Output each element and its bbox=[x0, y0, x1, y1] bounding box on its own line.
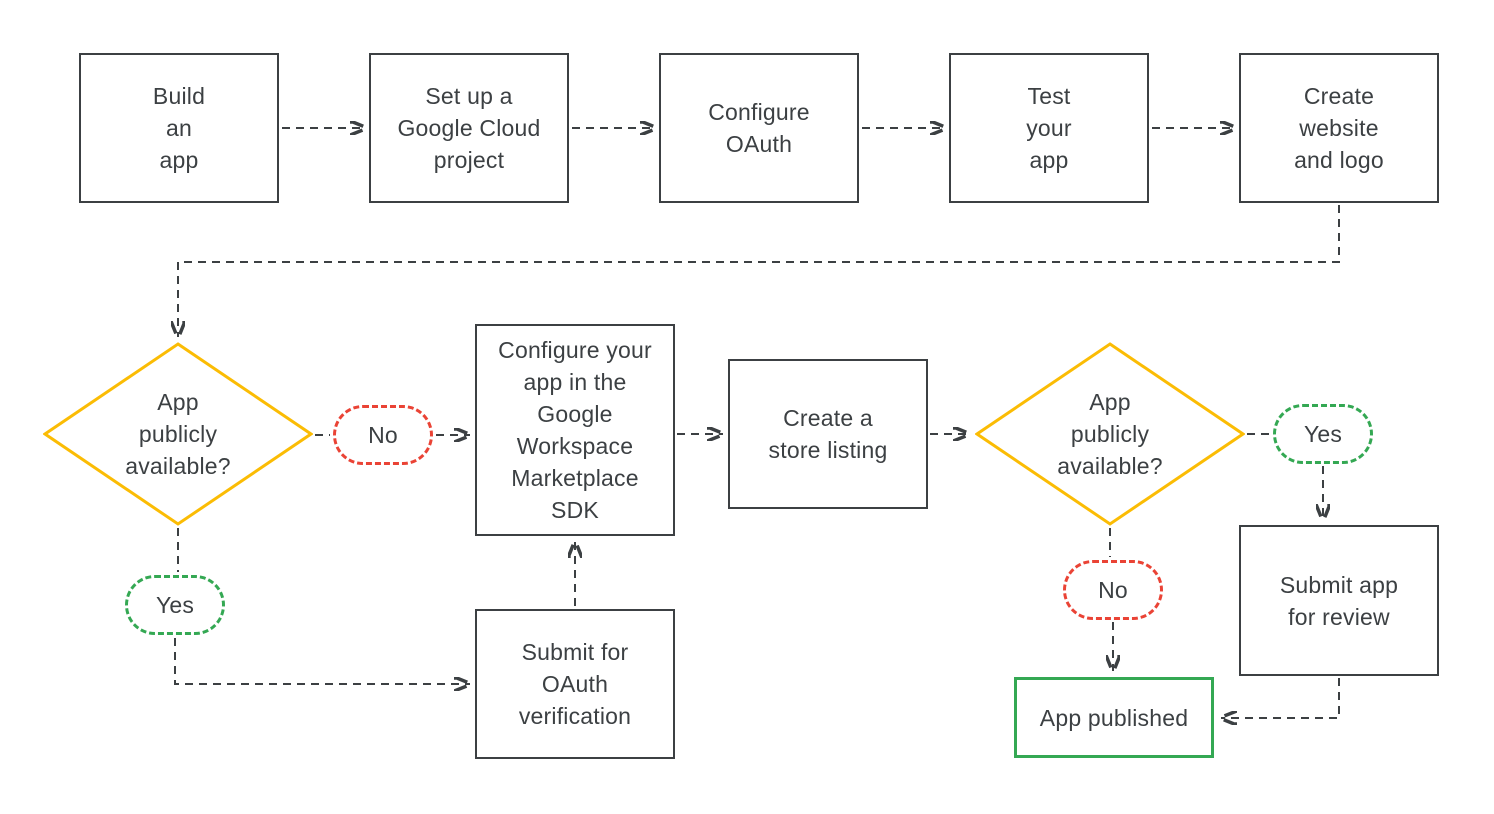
process-configure-app-in-marketplace-sdk: Configure your app in the Google Workspa… bbox=[475, 324, 675, 536]
process-test-your-app: Test your app bbox=[949, 53, 1149, 203]
arrow-website-to-decision1 bbox=[178, 205, 1340, 337]
label-yes-2: Yes bbox=[1273, 404, 1373, 464]
decision-label: App publicly available? bbox=[1057, 389, 1163, 479]
label-yes-1: Yes bbox=[125, 575, 225, 635]
diamond-shape-1 bbox=[43, 342, 313, 526]
decision-app-publicly-available-1: App publicly available? bbox=[43, 342, 313, 526]
terminal-app-published: App published bbox=[1014, 677, 1214, 758]
process-submit-app-for-review: Submit app for review bbox=[1239, 525, 1439, 676]
process-create-a-store-listing: Create a store listing bbox=[728, 359, 928, 509]
label-no-1: No bbox=[333, 405, 433, 465]
decision-label: App publicly available? bbox=[125, 389, 231, 479]
arrow-review-to-published bbox=[1221, 678, 1340, 718]
arrow-yes1-to-verification bbox=[174, 638, 470, 684]
decision-app-publicly-available-2: App publicly available? bbox=[975, 342, 1245, 526]
process-build-an-app: Build an app bbox=[79, 53, 279, 203]
process-create-website-and-logo: Create website and logo bbox=[1239, 53, 1439, 203]
diamond-shape-2 bbox=[975, 342, 1245, 526]
process-submit-for-oauth-verification: Submit for OAuth verification bbox=[475, 609, 675, 759]
process-set-up-google-cloud-project: Set up a Google Cloud project bbox=[369, 53, 569, 203]
label-no-2: No bbox=[1063, 560, 1163, 620]
process-configure-oauth: Configure OAuth bbox=[659, 53, 859, 203]
